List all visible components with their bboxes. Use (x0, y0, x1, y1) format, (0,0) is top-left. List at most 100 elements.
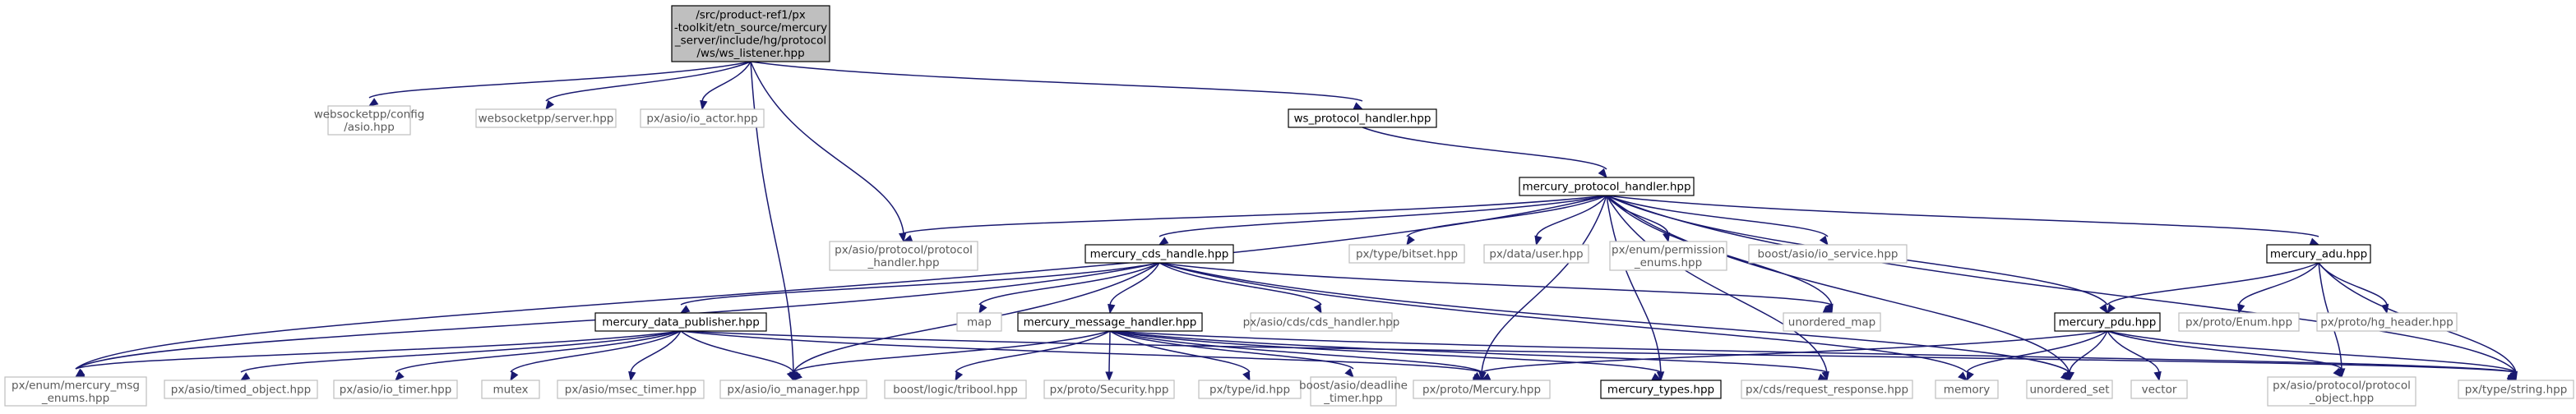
node-mutex[interactable]: mutex (481, 380, 540, 399)
arrowhead-mercury-pdu-to-memory (1966, 370, 1974, 382)
node-cds-handler[interactable]: px/asio/cds/cds_handler.hpp (1243, 312, 1400, 332)
node-type-bitset[interactable]: px/type/bitset.hpp (1348, 244, 1465, 264)
arrowhead-mercury-message-handler-to-proto-mercury (1472, 371, 1483, 381)
node-mercury-pdu[interactable]: mercury_pdu.hpp (2054, 312, 2161, 332)
node-io-timer[interactable]: px/asio/io_timer.hpp (333, 380, 458, 399)
node-label-ws-config-asio-line-1: websocketpp/config (314, 108, 425, 121)
node-mercury-adu[interactable]: mercury_adu.hpp (2266, 244, 2371, 264)
arrowhead-mercury-protocol-handler-to-mercury-adu (2309, 237, 2320, 246)
node-label-unordered-map-line-1: unordered_map (1788, 316, 1875, 329)
node-timed-object[interactable]: px/asio/timed_object.hpp (164, 380, 318, 399)
arrowhead-mercury-message-handler-to-boost-tribool (955, 370, 964, 382)
node-label-ws-server-line-1: websocketpp/server.hpp (479, 113, 614, 126)
node-box-mutex (481, 380, 540, 399)
arrowhead-mercury-message-handler-to-type-id (1242, 370, 1251, 382)
edge-mercury-protocol-handler-to-data-user (1535, 195, 1607, 237)
arrowhead-mercury-cds-handle-to-unordered-set (2060, 371, 2071, 381)
node-box-memory (1935, 380, 1999, 399)
node-label-asio-protocol-handler-line-1: px/asio/protocol/protocol (835, 243, 973, 256)
node-mercury-protocol-handler[interactable]: mercury_protocol_handler.hpp (1519, 177, 1695, 196)
node-box-mercury-protocol-handler (1519, 177, 1695, 196)
node-proto-hg-header[interactable]: px/proto/hg_header.hpp (2316, 312, 2458, 332)
node-ws-protocol-handler[interactable]: ws_protocol_handler.hpp (1288, 108, 1437, 128)
node-box-io-timer (333, 380, 458, 399)
node-unordered-map[interactable]: unordered_map (1783, 312, 1881, 332)
node-label-boost-tribool-line-1: boost/logic/tribool.hpp (893, 384, 1018, 397)
edge-mercury-cds-handle-to-io-manager (793, 262, 1160, 373)
node-label-enum-mercury-msg-line-2: _enums.hpp (41, 392, 109, 405)
node-mercury-message-handler[interactable]: mercury_message_handler.hpp (1017, 312, 1203, 332)
node-vector[interactable]: vector (2130, 380, 2188, 399)
node-label-boost-deadline-timer-line-2: _timer.hpp (1323, 392, 1383, 405)
node-boost-io-service[interactable]: boost/asio/io_service.hpp (1748, 244, 1908, 264)
node-box-root (671, 5, 830, 62)
node-ws-server[interactable]: websocketpp/server.hpp (475, 108, 617, 128)
node-box-io-actor (640, 108, 765, 128)
arrowhead-root-to-asio-protocol-handler (898, 232, 907, 243)
node-mercury-types[interactable]: mercury_types.hpp (1600, 380, 1722, 399)
node-box-asio-protocol-object (2267, 376, 2416, 407)
edge-root-to-asio-protocol-handler (750, 61, 904, 234)
node-box-type-id (1198, 380, 1302, 399)
node-label-asio-protocol-handler-line-2: _handler.hpp (867, 256, 939, 269)
node-label-mercury-types-line-1: mercury_types.hpp (1607, 384, 1714, 397)
node-proto-mercury[interactable]: px/proto/Mercury.hpp (1413, 380, 1551, 399)
node-label-root-line-1: /src/product-ref1/px (696, 8, 806, 21)
node-enum-permission[interactable]: px/enum/permission_enums.hpp (1609, 241, 1727, 271)
edge-mercury-cds-handle-to-mercury-data-publisher (680, 262, 1160, 306)
node-asio-protocol-object[interactable]: px/asio/protocol/protocol_object.hpp (2267, 376, 2416, 407)
node-label-mercury-pdu-line-1: mercury_pdu.hpp (2059, 316, 2157, 329)
node-memory[interactable]: memory (1935, 380, 1999, 399)
node-mercury-data-publisher[interactable]: mercury_data_publisher.hpp (594, 312, 767, 332)
node-label-type-string-line-1: px/type/string.hpp (2465, 384, 2568, 397)
node-box-mercury-data-publisher (594, 312, 767, 332)
arrowhead-root-to-io-actor (700, 99, 708, 111)
edge-mercury-pdu-to-type-string (2107, 330, 2517, 373)
node-box-boost-tribool (884, 380, 1027, 399)
arrowhead-ws-protocol-handler-to-mercury-protocol-handler (1598, 168, 1607, 179)
node-type-id[interactable]: px/type/id.hpp (1198, 380, 1302, 399)
node-io-actor[interactable]: px/asio/io_actor.hpp (640, 108, 765, 128)
node-box-timed-object (164, 380, 318, 399)
node-map[interactable]: map (956, 312, 1002, 332)
node-box-mercury-adu (2266, 244, 2371, 264)
arrowhead-mercury-protocol-handler-to-unordered-map (1825, 303, 1834, 315)
node-label-enum-mercury-msg-line-1: px/enum/mercury_msg (12, 379, 140, 392)
node-label-mercury-cds-handle-line-1: mercury_cds_handle.hpp (1090, 248, 1229, 261)
edge-mercury-cds-handle-to-map (978, 262, 1160, 306)
node-label-enum-permission-line-1: px/enum/permission (1612, 243, 1725, 256)
node-label-request-response-line-1: px/cds/request_response.hpp (1746, 384, 1908, 397)
node-proto-security[interactable]: px/proto/Security.hpp (1043, 380, 1175, 399)
edge-mercury-data-publisher-to-type-string (680, 330, 2517, 373)
node-label-asio-protocol-object-line-2: _object.hpp (2309, 392, 2374, 405)
arrowhead-mercury-pdu-to-type-string (2506, 372, 2518, 381)
node-label-unordered-set-line-1: unordered_set (2029, 384, 2109, 397)
node-msec-timer[interactable]: px/asio/msec_timer.hpp (557, 380, 705, 399)
node-proto-enum[interactable]: px/proto/Enum.hpp (2178, 312, 2300, 332)
node-type-string[interactable]: px/type/string.hpp (2458, 380, 2574, 399)
node-unordered-set[interactable]: unordered_set (2026, 380, 2113, 399)
node-enum-mercury-msg[interactable]: px/enum/mercury_msg_enums.hpp (4, 376, 147, 407)
edge-mercury-message-handler-to-io-manager (793, 330, 1111, 373)
edge-mercury-protocol-handler-to-unordered-map (1606, 195, 1833, 306)
edge-mercury-protocol-handler-to-enum-mercury-msg (75, 195, 1607, 370)
node-data-user[interactable]: px/data/user.hpp (1483, 244, 1589, 264)
arrowhead-mercury-message-handler-to-boost-deadline-timer (1344, 368, 1354, 378)
node-mercury-cds-handle[interactable]: mercury_cds_handle.hpp (1085, 244, 1234, 264)
edge-mercury-pdu-to-vector (2107, 330, 2160, 373)
arrowhead-mercury-protocol-handler-to-mercury-cds-handle (1158, 237, 1169, 246)
edge-mercury-adu-to-proto-hg-header (2318, 262, 2388, 306)
node-io-manager[interactable]: px/asio/io_manager.hpp (719, 380, 867, 399)
node-box-msec-timer (557, 380, 705, 399)
node-request-response[interactable]: px/cds/request_response.hpp (1741, 380, 1913, 399)
edge-mercury-message-handler-to-boost-tribool (955, 330, 1111, 373)
node-label-enum-permission-line-2: _enums.hpp (1634, 256, 1702, 269)
node-box-boost-io-service (1748, 244, 1908, 264)
node-boost-tribool[interactable]: boost/logic/tribool.hpp (884, 380, 1027, 399)
node-asio-protocol-handler[interactable]: px/asio/protocol/protocol_handler.hpp (829, 241, 978, 271)
edge-mercury-protocol-handler-to-type-string (1606, 195, 2517, 373)
node-boost-deadline-timer[interactable]: boost/asio/deadline_timer.hpp (1299, 376, 1408, 407)
node-label-proto-security-line-1: px/proto/Security.hpp (1050, 384, 1169, 397)
edge-mercury-message-handler-to-proto-security (1108, 330, 1111, 373)
node-ws-config-asio[interactable]: websocketpp/config/asio.hpp (314, 105, 425, 136)
